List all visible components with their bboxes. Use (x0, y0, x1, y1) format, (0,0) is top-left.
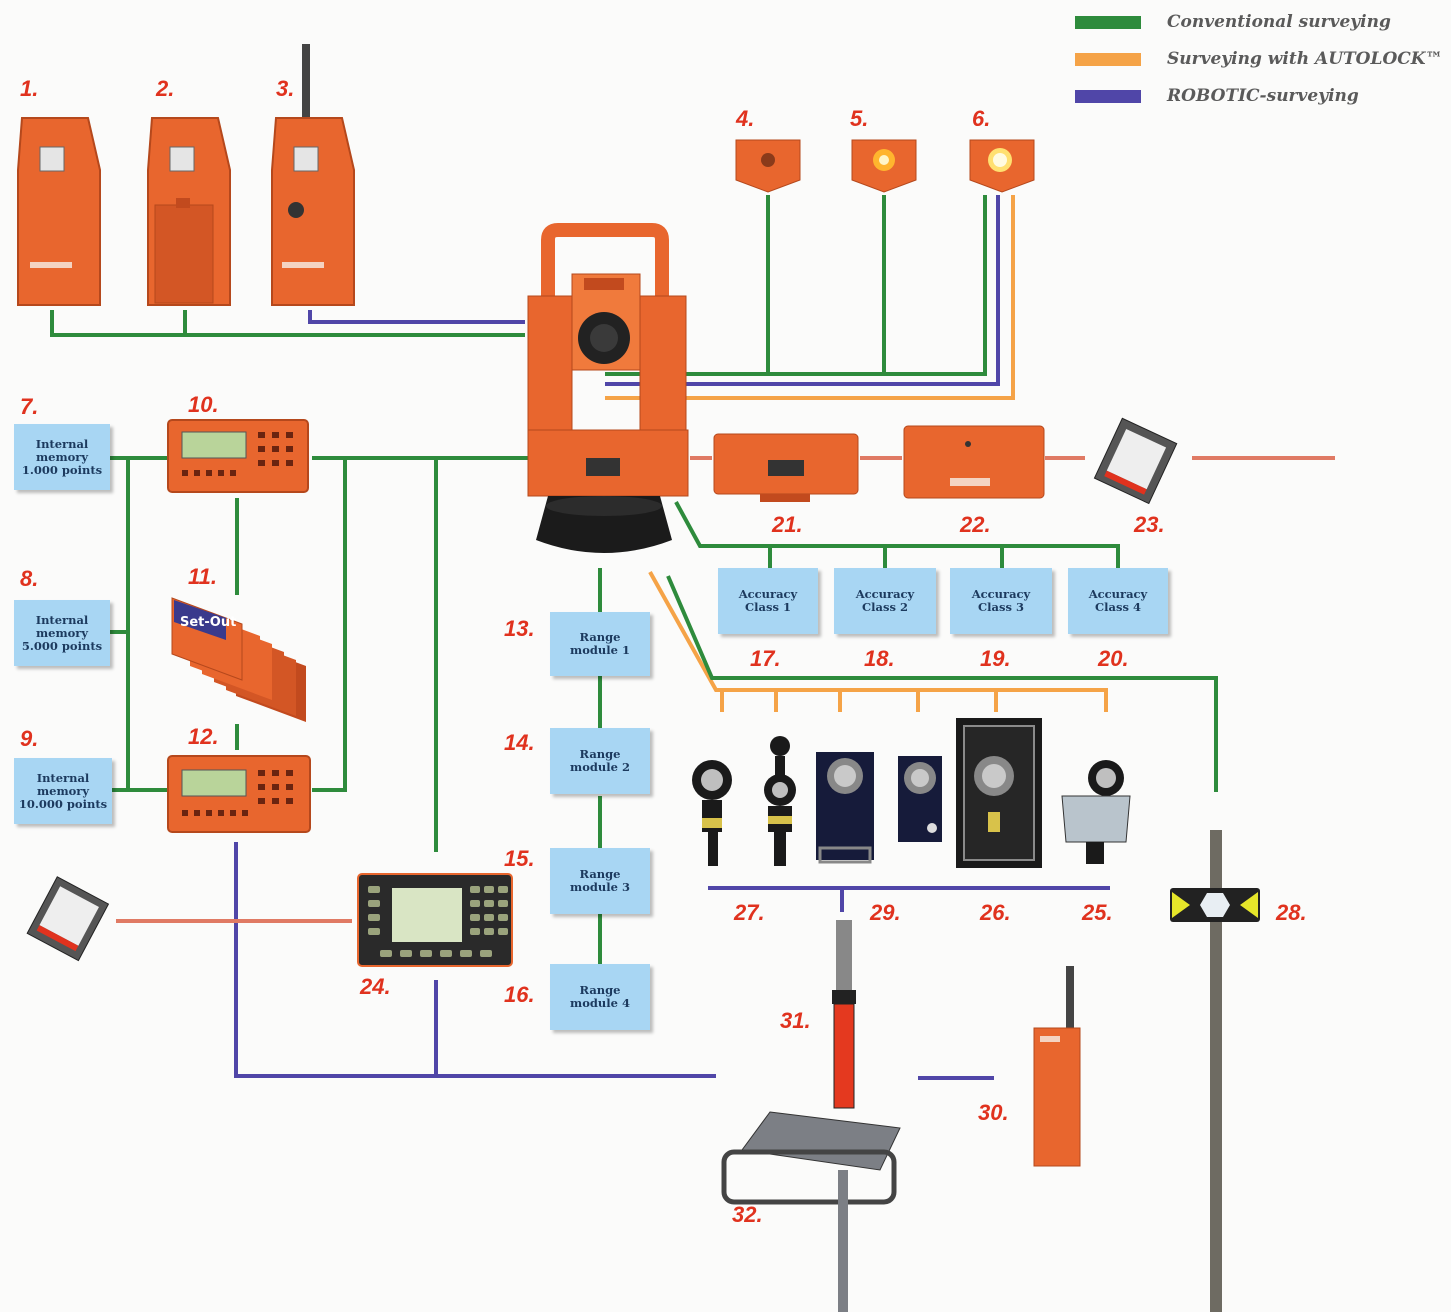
line-module-6-blue (605, 195, 1000, 386)
item-number-32: 32. (732, 1202, 763, 1227)
data-terminal-10 (167, 419, 309, 493)
range-module-2-box: Range module 2 (550, 728, 650, 794)
item-number-31: 31. (780, 1008, 811, 1033)
legend-label: Surveying with AUTOLOCK™ (1167, 49, 1443, 69)
accuracy-class-3-box: Accuracy Class 3 (950, 568, 1052, 634)
item-number-25: 25. (1082, 900, 1113, 925)
data-terminal-12 (167, 755, 311, 833)
module-6 (969, 139, 1035, 193)
range-module-3-box: Range module 3 (550, 848, 650, 914)
legend-label: Conventional surveying (1167, 12, 1391, 32)
item-number-12: 12. (188, 724, 219, 749)
legend-item-robotic: ROBOTIC-surveying (1075, 84, 1359, 108)
memory-box-1000: Internal memory 1.000 points (14, 424, 110, 490)
item-number-28: 28. (1276, 900, 1307, 925)
item-number-4: 4. (736, 106, 755, 131)
remote-control-2 (147, 117, 231, 306)
accuracy-class-2-box: Accuracy Class 2 (834, 568, 936, 634)
item-number-16: 16. (504, 982, 535, 1007)
item-number-17: 17. (750, 646, 781, 671)
line-accuracy (674, 501, 1120, 568)
legend-item-conventional: Conventional surveying (1075, 10, 1391, 34)
item-number-18: 18. (864, 646, 895, 671)
reflector-29 (816, 752, 874, 864)
item-number-14: 14. (504, 730, 535, 755)
module-4 (735, 139, 801, 193)
line-module-6-orange (605, 195, 1015, 400)
item-number-2: 2. (156, 76, 175, 101)
legend-swatch-green (1075, 15, 1141, 29)
reflector-27b (764, 736, 796, 866)
accuracy-class-4-box: Accuracy Class 4 (1068, 568, 1168, 634)
item-number-30: 30. (978, 1100, 1009, 1125)
accuracy-class-1-box: Accuracy Class 1 (718, 568, 818, 634)
pole-31-32 (721, 920, 901, 1312)
rod-28 (1170, 830, 1260, 1312)
module-21 (713, 433, 859, 502)
item-number-22: 22. (960, 512, 991, 537)
legend-swatch-orange (1075, 52, 1141, 66)
remote-control-3 (271, 44, 355, 306)
line-reflectors-orange (648, 571, 1108, 712)
field-computer-24 (357, 873, 513, 967)
item-number-24: 24. (360, 974, 391, 999)
item-number-7: 7. (20, 394, 39, 419)
item-number-10: 10. (188, 392, 219, 417)
item-number-11: 11. (188, 564, 217, 589)
item-number-20: 20. (1098, 646, 1129, 671)
item-number-13: 13. (504, 616, 535, 641)
line-modules-green (605, 195, 987, 376)
module-22 (903, 425, 1045, 499)
reflector-26 (956, 718, 1042, 868)
reflector-29b (898, 756, 942, 842)
radio-30 (1033, 966, 1081, 1167)
item-number-23: 23. (1134, 512, 1165, 537)
remote-control-1 (17, 117, 101, 306)
item-number-1: 1. (20, 76, 39, 101)
legend-swatch-blue (1075, 89, 1141, 103)
item-number-29: 29. (870, 900, 901, 925)
item-number-19: 19. (980, 646, 1011, 671)
connection-lines (50, 195, 1335, 1080)
item-number-3: 3. (276, 76, 295, 101)
item-number-6: 6. (972, 106, 991, 131)
legend-item-autolock: Surveying with AUTOLOCK™ (1075, 47, 1443, 71)
line-remote-3 (308, 310, 525, 324)
line-rod-28 (666, 575, 1218, 792)
line-remote-1-2 (50, 310, 525, 337)
pc-card-23 (1093, 417, 1178, 505)
item-number-26: 26. (980, 900, 1011, 925)
memory-box-5000: Internal memory 5.000 points (14, 600, 110, 666)
card-label: Set-Out (180, 615, 236, 630)
item-number-9: 9. (20, 726, 39, 751)
reflector-27 (692, 760, 732, 866)
item-number-21: 21. (772, 512, 803, 537)
item-number-5: 5. (850, 106, 869, 131)
item-number-8: 8. (20, 566, 39, 591)
pc-card-left (26, 876, 110, 962)
range-module-4-box: Range module 4 (550, 964, 650, 1030)
item-number-15: 15. (504, 846, 535, 871)
module-5 (851, 139, 917, 193)
memory-box-10000: Internal memory 10.000 points (14, 758, 112, 824)
program-cards-11: Set-Out (171, 597, 306, 722)
total-station (527, 223, 689, 553)
reflector-25 (1061, 760, 1131, 864)
legend-label: ROBOTIC-surveying (1167, 86, 1359, 106)
item-number-27: 27. (734, 900, 765, 925)
range-module-1-box: Range module 1 (550, 612, 650, 676)
